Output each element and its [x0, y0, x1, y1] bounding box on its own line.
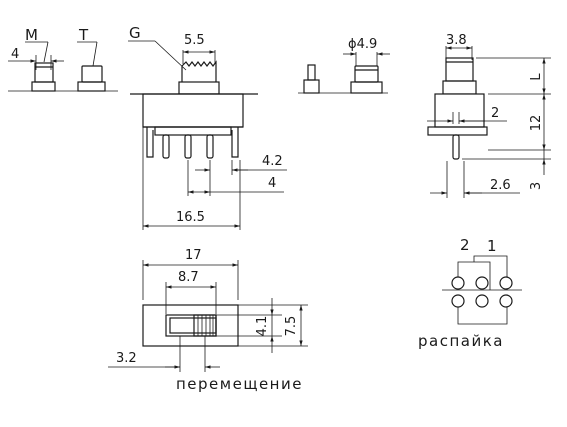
pin-label-2: 2	[460, 236, 471, 254]
front-view: G 5.5 4.2 4	[128, 24, 287, 230]
dim-side-l: L	[529, 73, 544, 81]
dim-body-h: 7.5	[284, 316, 299, 337]
label-soldering: распайка	[418, 332, 504, 350]
dim-diameter: ϕ4.9	[348, 37, 377, 52]
dim-side-h: 12	[529, 115, 544, 132]
top-view: 17 8.7 4.1 7.5 3.2 перемещение	[108, 248, 308, 393]
label-movement: перемещение	[176, 375, 303, 393]
solder-pad-layout: 2 1 распайка	[418, 236, 522, 350]
dim-g-width: 5.5	[184, 33, 205, 48]
actuator-variants: M 4 T	[8, 26, 118, 92]
dim-slot-width: 8.7	[178, 270, 199, 285]
label-m: M	[25, 26, 39, 44]
pin-label-1: 1	[487, 237, 498, 255]
label-g: G	[129, 24, 142, 42]
dim-pin-spacing-a: 4.2	[262, 154, 283, 169]
dim-side-pin: 2	[491, 106, 499, 121]
dim-body-width: 16.5	[176, 210, 205, 225]
side-view: 3.8 2 2.6 L 12	[427, 33, 551, 198]
dim-top-width: 17	[185, 248, 202, 263]
dim-slot-h: 4.1	[255, 316, 270, 337]
dim-side-top: 3.8	[446, 33, 467, 48]
dim-offset: 3.2	[116, 351, 137, 366]
dim-pin-spacing-b: 4	[268, 176, 276, 191]
dim-m-width: 4	[11, 47, 19, 62]
round-actuator-views: ϕ4.9	[298, 37, 390, 94]
label-t: T	[78, 26, 90, 44]
dim-side-pin-len: 3	[529, 182, 544, 190]
dim-side-pitch: 2.6	[490, 178, 511, 193]
